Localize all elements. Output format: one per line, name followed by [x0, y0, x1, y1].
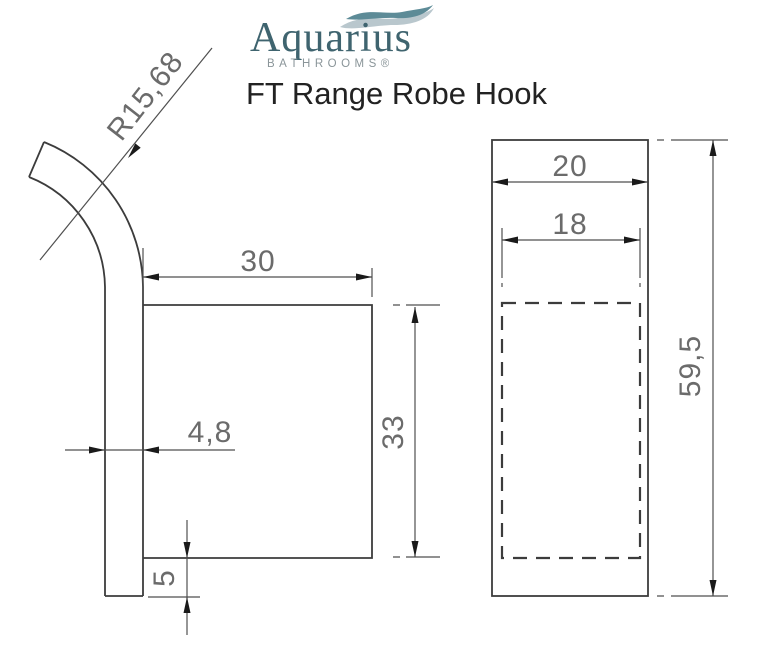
dim-bottom-lip: 5: [148, 520, 200, 635]
wave-icon: [340, 5, 434, 29]
arrowhead-up: [709, 140, 717, 156]
wave-light-swoosh: [340, 8, 434, 29]
brand-name: Aquarius: [250, 15, 412, 61]
dim-outer-width-label: 20: [552, 150, 587, 183]
dim-radius-label: R15,68: [101, 46, 190, 147]
side-view-dimensions: R15,68 30 4,8: [39, 46, 440, 635]
dim-face-height-label: 33: [377, 414, 410, 449]
front-outline: [491, 139, 649, 597]
dim-inner-width-label: 18: [552, 208, 587, 241]
arrowhead-left: [143, 273, 159, 281]
brand-tagline: BATHROOMS®: [267, 58, 394, 70]
page-title: FT Range Robe Hook: [246, 76, 547, 111]
arrowhead-down: [183, 542, 191, 558]
arrowhead-right: [356, 273, 372, 281]
front-view-dimensions: 20 18 59,5: [492, 139, 728, 597]
dim-bottom-lip-label: 5: [148, 569, 181, 587]
arrowhead-down: [411, 541, 419, 557]
dim-projection-label: 30: [240, 245, 275, 278]
arrowhead-left: [143, 446, 159, 454]
dim-thickness: 4,8: [65, 416, 235, 454]
dim-inner-width: 18: [501, 208, 641, 287]
radius-leader-line: [39, 47, 213, 261]
arrowhead-up: [183, 597, 191, 613]
hook-curve: [28, 141, 144, 288]
arrowhead-down: [709, 580, 717, 596]
dim-face-height: 33: [377, 304, 440, 558]
dim-outer-width: 20: [492, 150, 648, 186]
arrowhead-up: [411, 307, 419, 323]
arrowhead-left: [502, 236, 518, 244]
dim-overall-height-label: 59,5: [674, 335, 707, 397]
hidden-backplate-outline: [500, 301, 642, 560]
arrowhead-right: [624, 236, 640, 244]
radius-arrowhead: [128, 143, 141, 158]
front-view: [491, 139, 649, 597]
wave-teal-swoosh: [346, 5, 433, 20]
hook-outline: [104, 287, 373, 597]
arrowhead-right: [632, 178, 648, 186]
arrowhead-right: [89, 446, 105, 454]
dim-overall-height: 59,5: [657, 139, 728, 597]
arrowhead-left: [492, 178, 508, 186]
side-view: [28, 141, 373, 597]
dim-projection: 30: [142, 245, 373, 300]
dim-thickness-label: 4,8: [188, 416, 233, 449]
